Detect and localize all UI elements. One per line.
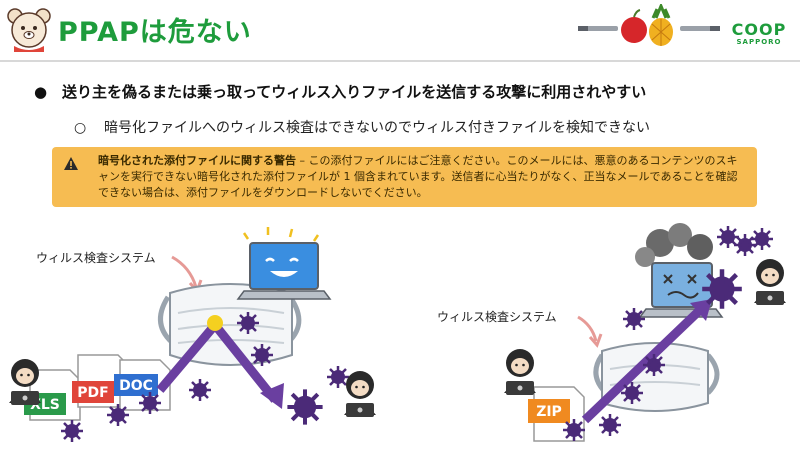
ppap-attack-illustration: XLS PDF DOC: [9, 223, 786, 444]
encrypted-attachment-warning-banner: 暗号化された添付ファイルに関する警告 – この添付ファイルにはご注意ください。こ…: [52, 147, 757, 207]
pointer-arrow-right: [577, 315, 598, 342]
main-bullet-text: 送り主を偽るまたは乗っ取ってウィルス入りファイルを送信する攻撃に利用されやすい: [62, 83, 647, 101]
sub-bullet-marker: ○: [74, 120, 87, 136]
warning-icon: [64, 157, 78, 170]
bear-mascot-icon: [7, 8, 51, 52]
virus-scan-label-left: ウィルス検査システム: [36, 251, 156, 265]
sub-bullet-text: 暗号化ファイルへのウィルス検査はできないのでウィルス付きファイルを検知できない: [104, 120, 650, 136]
file-icons-left: XLS PDF DOC: [24, 354, 171, 421]
page-title: PPAPは危ない: [58, 17, 252, 48]
warning-separator: –: [296, 154, 309, 167]
file-tag-doc: DOC: [119, 378, 153, 394]
brand-subtext: SAPPORO: [736, 38, 782, 46]
warning-body: この添付ファイルにはご注意ください。このメールには、悪意のあるコンテンツのスキャ…: [98, 154, 738, 199]
coop-sapporo-logo: COOP SAPPORO: [724, 20, 794, 47]
main-bullet: ● 送り主を偽るまたは乗っ取ってウィルス入りファイルを送信する攻撃に利用されやすい: [34, 81, 646, 102]
sub-bullet: ○ 暗号化ファイルへのウィルス検査はできないのでウィルス付きファイルを検知できない: [74, 117, 650, 137]
pointer-arrow-left: [171, 255, 198, 288]
virus-scan-label-right: ウィルス検査システム: [437, 310, 557, 324]
file-tag-pdf: PDF: [77, 385, 108, 401]
warning-title: 暗号化された添付ファイルに関する警告: [98, 154, 296, 167]
brand-text: COOP: [731, 20, 787, 39]
attack-arrow-right: [581, 306, 704, 424]
header-divider: [0, 60, 800, 62]
slide-header: PPAPは危ない COOP SAPPORO: [0, 0, 800, 60]
bullet-marker: ●: [34, 83, 48, 101]
file-tag-zip: ZIP: [536, 404, 562, 420]
happy-laptop-left: [236, 227, 332, 300]
pen-apple-pineapple-logo: [578, 4, 720, 46]
